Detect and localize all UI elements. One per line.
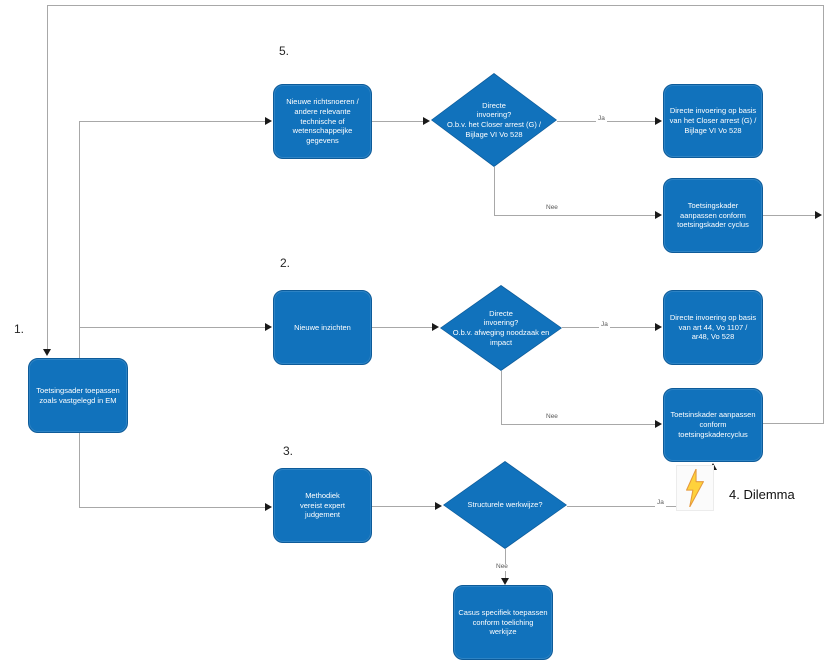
arrowhead-into-decision-row1 bbox=[423, 117, 430, 125]
arrowhead-into-direct-row1 bbox=[655, 117, 662, 125]
decision-structurele-werkwijze: Structurele werkwijze? bbox=[443, 461, 567, 549]
node-direct-invoering-row1: Directe invoering op basis van het Close… bbox=[663, 84, 763, 158]
connector-row2-decision-down bbox=[501, 371, 502, 424]
connector-branch-row1 bbox=[79, 121, 266, 122]
node-casus-specifiek: Casus specifiek toepassen conform toelic… bbox=[453, 585, 553, 660]
connector-branch-row3 bbox=[79, 507, 266, 508]
connector-row1-decision-down bbox=[494, 167, 495, 215]
arrowhead-into-new-guidelines bbox=[265, 117, 272, 125]
edge-label-nee-row2: Nee bbox=[544, 413, 560, 421]
arrowhead-into-adapt-row2 bbox=[655, 420, 662, 428]
connector-row3-to-decision bbox=[372, 506, 436, 507]
connector-loop-right bbox=[823, 5, 824, 424]
step-label-2: 2. bbox=[280, 256, 291, 270]
dilemma-highlight-box bbox=[676, 465, 714, 511]
lightning-icon bbox=[686, 469, 704, 507]
arrowhead-into-decision-row2 bbox=[432, 323, 439, 331]
edge-label-ja-row2: Ja bbox=[599, 321, 610, 329]
arrowhead-into-direct-row2 bbox=[655, 323, 662, 331]
arrowhead-into-casus bbox=[501, 578, 509, 585]
connector-loop-into-adapt-row2 bbox=[763, 423, 824, 424]
step-label-1: 1. bbox=[14, 322, 25, 336]
connector-adapt-row1-out bbox=[763, 215, 816, 216]
edge-label-nee-row3: Nee bbox=[494, 563, 510, 571]
decision-direct-invoering-row1: Directe invoering? O.b.v. het Closer arr… bbox=[431, 73, 557, 167]
arrowhead-into-loop-right bbox=[815, 211, 822, 219]
connector-row1-to-decision bbox=[372, 121, 424, 122]
step-label-4-dilemma: 4. Dilemma bbox=[729, 487, 795, 502]
edge-label-ja-row3: Ja bbox=[655, 499, 666, 507]
connector-trunk-lower bbox=[79, 433, 80, 507]
connector-branch-row2 bbox=[79, 327, 266, 328]
connector-loop-left bbox=[47, 5, 48, 350]
decision-row2-label: Directe invoering? O.b.v. afweging noodz… bbox=[441, 286, 561, 370]
arrowhead-into-decision-row3 bbox=[435, 502, 442, 510]
connector-row3-ja bbox=[567, 506, 714, 507]
node-start: Toetsingsader toepassen zoals vastgelegd… bbox=[28, 358, 128, 433]
edge-label-nee-row1: Nee bbox=[544, 204, 560, 212]
node-adapt-toetsingskader-row2: Toetsinskader aanpassen conform toetsing… bbox=[663, 388, 763, 462]
node-methodology: Methodiek vereist expert judgement bbox=[273, 468, 372, 543]
step-label-3: 3. bbox=[283, 444, 294, 458]
decision-row3-label: Structurele werkwijze? bbox=[444, 462, 566, 548]
node-adapt-toetsingskader-row1: Toetsingskader aanpassen conform toetsin… bbox=[663, 178, 763, 253]
arrowhead-into-start bbox=[43, 349, 51, 356]
connector-row1-nee bbox=[494, 215, 656, 216]
decision-row1-label: Directe invoering? O.b.v. het Closer arr… bbox=[432, 74, 556, 166]
node-new-guidelines: Nieuwe richtsnoeren / andere relevante t… bbox=[273, 84, 372, 159]
arrowhead-into-methodology bbox=[265, 503, 272, 511]
node-direct-invoering-row2: Directe invoering op basis van art 44, V… bbox=[663, 290, 763, 365]
edge-label-ja-row1: Ja bbox=[596, 115, 607, 123]
arrowhead-into-new-insights bbox=[265, 323, 272, 331]
arrowhead-into-adapt-row1 bbox=[655, 211, 662, 219]
connector-loop-top bbox=[48, 5, 824, 6]
step-label-5: 5. bbox=[279, 44, 290, 58]
node-new-insights: Nieuwe inzichten bbox=[273, 290, 372, 365]
connector-trunk-upper bbox=[79, 121, 80, 358]
connector-row2-to-decision bbox=[372, 327, 433, 328]
decision-direct-invoering-row2: Directe invoering? O.b.v. afweging noodz… bbox=[440, 285, 562, 371]
connector-row2-nee bbox=[501, 424, 656, 425]
